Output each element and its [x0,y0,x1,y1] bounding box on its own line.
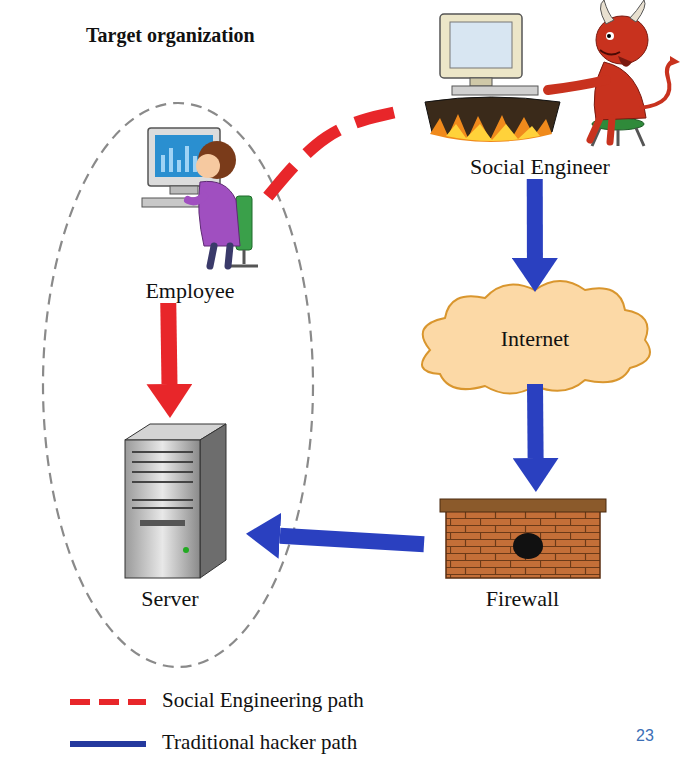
social-engineer-figure [425,0,680,146]
server-tower [125,424,226,578]
firewall-wall [440,499,606,578]
attack-arrow [527,179,543,258]
employee-figure [142,128,258,266]
legend-entry: Social Engineering path [162,688,364,713]
internet-cloud-node: Internet [425,292,645,384]
legend-text: Traditional hacker path [162,730,357,754]
server-node: Server [94,418,246,611]
attack-arrow [280,536,424,545]
firewall-node: Firewall [424,492,621,611]
legend-sample-dashed [70,699,146,705]
node-label: Firewall [424,586,621,611]
node-label: Social Engineer [394,154,686,179]
employee-node: Employee [114,110,266,303]
node-label: Employee [114,278,266,303]
legend-entry: Traditional hacker path [162,730,357,755]
social-engineer-node: Social Engineer [394,4,686,179]
internet-cloud [422,281,650,394]
node-label: Server [94,586,246,611]
attack-arrow [527,384,544,458]
legend-sample-solid [70,741,146,747]
social-engineering-path [266,113,394,199]
attack-arrow [168,303,169,384]
legend-text: Social Engineering path [162,688,364,712]
page-number: 23 [636,727,654,745]
diagram-title: Target organization [86,24,255,47]
node-label: Internet [501,326,569,351]
